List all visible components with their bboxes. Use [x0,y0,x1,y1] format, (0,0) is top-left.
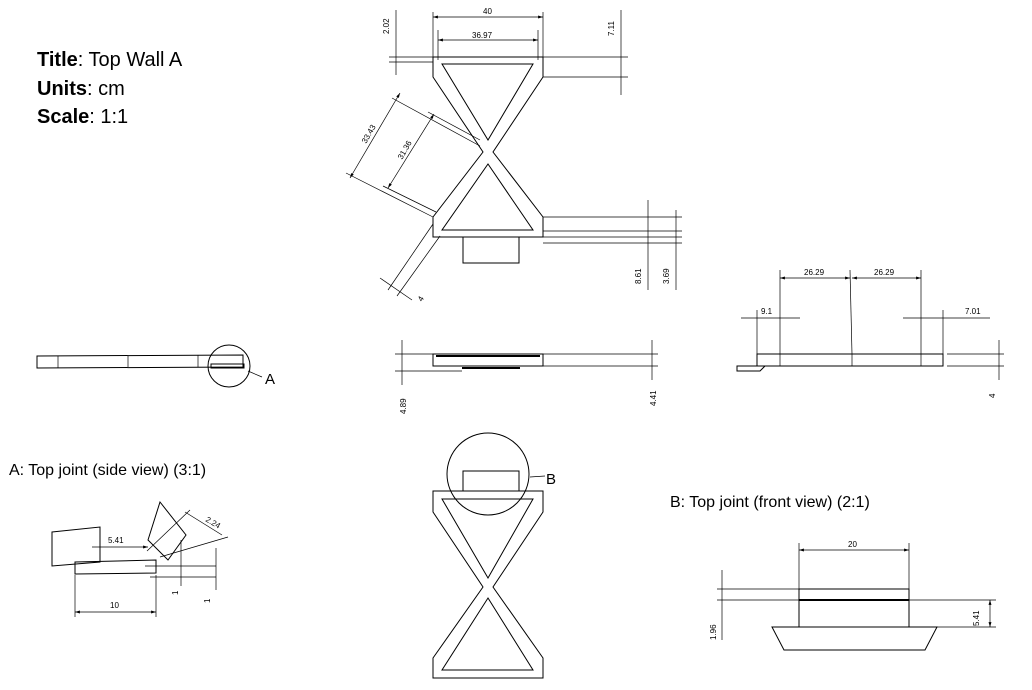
title-value: : Top Wall A [77,49,183,71]
dim-right-right-end: 7.01 [965,307,981,316]
dim-a-h1: 1 [171,590,180,595]
dim-top-right: 7.11 [607,20,616,36]
frame-view: B [432,432,556,679]
dim-front-left: 4.89 [399,398,408,414]
dim-right-left-end: 9.1 [761,307,773,316]
callout-b-circle [446,432,530,516]
dim-diag-outer: 33.43 [360,123,378,145]
dim-a-h2: 1 [203,598,212,603]
side-view: A [36,344,275,388]
dim-right-a: 8.61 [634,268,643,284]
dim-right-span-left: 26.29 [804,268,825,277]
dim-a-length: 10 [110,601,119,610]
dim-right-b: 3.69 [662,268,671,284]
dim-b-width: 20 [848,540,857,549]
title-line: Title: Top Wall A [37,47,182,73]
caption-detail-b: B: Top joint (front view) (2:1) [670,494,870,511]
dim-b-height-left: 1.96 [709,624,718,640]
detail-a: 5.41 2.24 10 1 1 [51,500,229,617]
top-view-lower-triangle [441,163,534,231]
dim-top-width-outer: 40 [483,7,492,16]
units-line: Units: cm [37,76,125,102]
right-view: 26.29 26.29 9.1 7.01 4 [736,268,1004,398]
top-view-upper-triangle [441,63,534,141]
dim-b-height-right: 5.41 [972,610,981,626]
callout-b-label: B [546,471,556,488]
units-value: : cm [87,78,125,100]
dim-right-span-right: 26.29 [874,268,895,277]
scale-value: : 1:1 [89,106,129,128]
dim-a-angled: 2.24 [204,515,222,531]
dim-diag-inner: 31.36 [396,139,414,161]
dim-bottom-small: 4 [416,294,426,303]
top-view: 40 36.97 2.02 7.11 33.43 31.36 4 [345,7,682,303]
detail-b: 20 1.96 5.41 [709,540,996,651]
dim-top-width-inner: 36.97 [472,31,493,40]
scale-line: Scale: 1:1 [37,104,128,130]
top-view-tab [462,236,520,264]
dim-front-right: 4.41 [649,390,658,406]
dim-right-height: 4 [988,393,997,398]
scale-key: Scale [37,106,90,128]
callout-a-circle [207,344,251,388]
caption-detail-a: A: Top joint (side view) (3:1) [9,462,207,479]
frame-view-outline [432,490,544,679]
front-view: 4.89 4.41 [395,340,658,414]
units-key: Units [37,78,87,100]
callout-a-label: A [265,371,275,388]
dim-top-left: 2.02 [382,18,391,34]
title-key: Title [37,49,78,71]
top-view-outer-outline [432,56,544,238]
dim-a-gap: 5.41 [108,536,124,545]
